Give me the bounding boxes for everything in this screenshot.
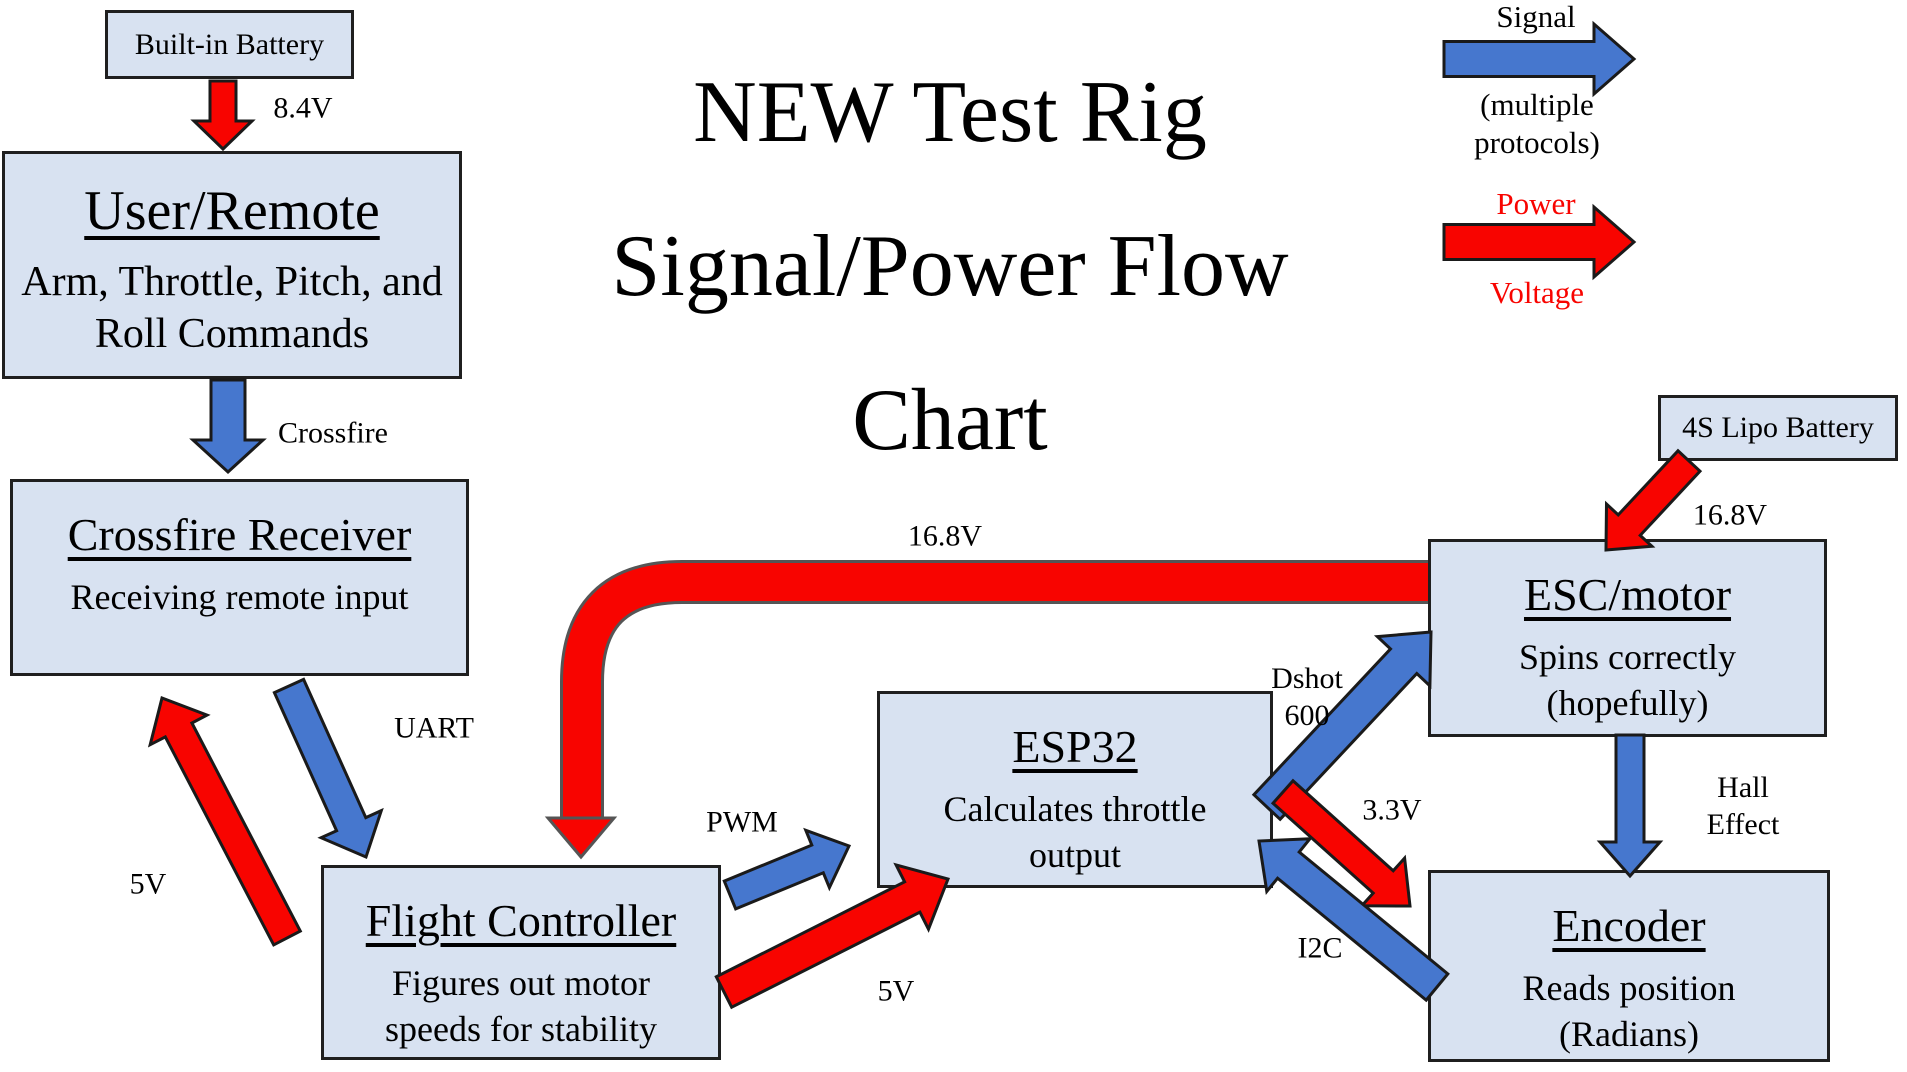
node-esp32-title: ESP32 [1012, 721, 1138, 772]
edge-label-16-8v-lipo: 16.8V [1692, 498, 1768, 532]
node-esc-motor: ESC/motor Spins correctly (hopefully) [1428, 539, 1827, 737]
node-esc-motor-title: ESC/motor [1523, 569, 1732, 620]
node-lipo-battery: 4S Lipo Battery [1658, 395, 1898, 461]
arrow-encoder-to-esp32 [1257, 837, 1450, 1003]
node-flight-controller-subtitle: Figures out motor speeds for stability [385, 963, 657, 1049]
chart-title: NEW Test Rig Signal/Power Flow Chart [450, 36, 1450, 498]
arrow-lipo-battery-to-esc-motor [1604, 448, 1703, 552]
node-flight-controller: Flight Controller Figures out motor spee… [321, 865, 721, 1060]
edge-label-uart: UART [394, 711, 474, 745]
chart-title-line: Signal/Power Flow [611, 218, 1289, 315]
node-user-remote-subtitle: Arm, Throttle, Pitch, and Roll Commands [21, 259, 443, 357]
edge-label-pwm: PWM [706, 805, 778, 839]
node-user-remote-title: User/Remote [84, 180, 380, 242]
legend-signal-note: (multiple protocols) [1474, 87, 1600, 160]
arrow-flight-controller-to-esp32 [722, 827, 852, 911]
arrow-flight-controller-to-crossfire-receiver [147, 695, 303, 947]
edge-label-3-3v: 3.3V [1362, 793, 1422, 827]
edge-label-hall-effect: Hall Effect [1706, 771, 1780, 841]
node-crossfire-receiver-subtitle: Receiving remote input [70, 577, 409, 617]
node-encoder-title: Encoder [1552, 900, 1706, 951]
node-esp32-subtitle: Calculates throttle output [943, 789, 1207, 875]
legend-signal-label: Signal [1496, 0, 1576, 34]
edge-label-crossfire: Crossfire [278, 416, 388, 450]
node-flight-controller-title: Flight Controller [365, 895, 677, 946]
edge-label-5v-receiver: 5V [129, 867, 167, 901]
arrow-esc-motor-to-flight-controller-head [544, 816, 618, 860]
edge-label-5v-esp32: 5V [877, 974, 915, 1008]
node-encoder-subtitle: Reads position (Radians) [1522, 968, 1736, 1054]
node-crossfire-receiver-title: Crossfire Receiver [67, 509, 412, 560]
arrow-crossfire-receiver-to-flight-controller [272, 677, 384, 860]
legend-power-label: Power [1496, 186, 1576, 221]
edge-label-16-8v-pipe: 16.8V [907, 519, 983, 553]
node-encoder: Encoder Reads position (Radians) [1428, 870, 1830, 1062]
node-builtin-battery: Built-in Battery [105, 10, 354, 79]
node-esc-motor-subtitle: Spins correctly (hopefully) [1519, 637, 1736, 723]
edge-label-8-4v: 8.4V [273, 91, 333, 125]
node-builtin-battery-label: Built-in Battery [134, 27, 325, 61]
node-user-remote: User/Remote Arm, Throttle, Pitch, and Ro… [2, 151, 462, 379]
edge-label-dshot-600: Dshot 600 [1271, 662, 1343, 732]
node-lipo-battery-label: 4S Lipo Battery [1682, 411, 1874, 444]
arrow-esc-motor-to-encoder [1596, 733, 1664, 879]
chart-title-line: NEW Test Rig [693, 64, 1207, 161]
node-crossfire-receiver: Crossfire Receiver Receiving remote inpu… [10, 479, 469, 676]
chart-title-line: Chart [852, 372, 1048, 469]
legend-power-note: Voltage [1489, 275, 1585, 310]
arrow-user-remote-to-crossfire-receiver [189, 378, 267, 475]
node-esp32: ESP32 Calculates throttle output [877, 691, 1273, 888]
edge-label-i2c: I2C [1297, 931, 1343, 965]
arrow-builtin-battery-to-user-remote [190, 79, 256, 152]
